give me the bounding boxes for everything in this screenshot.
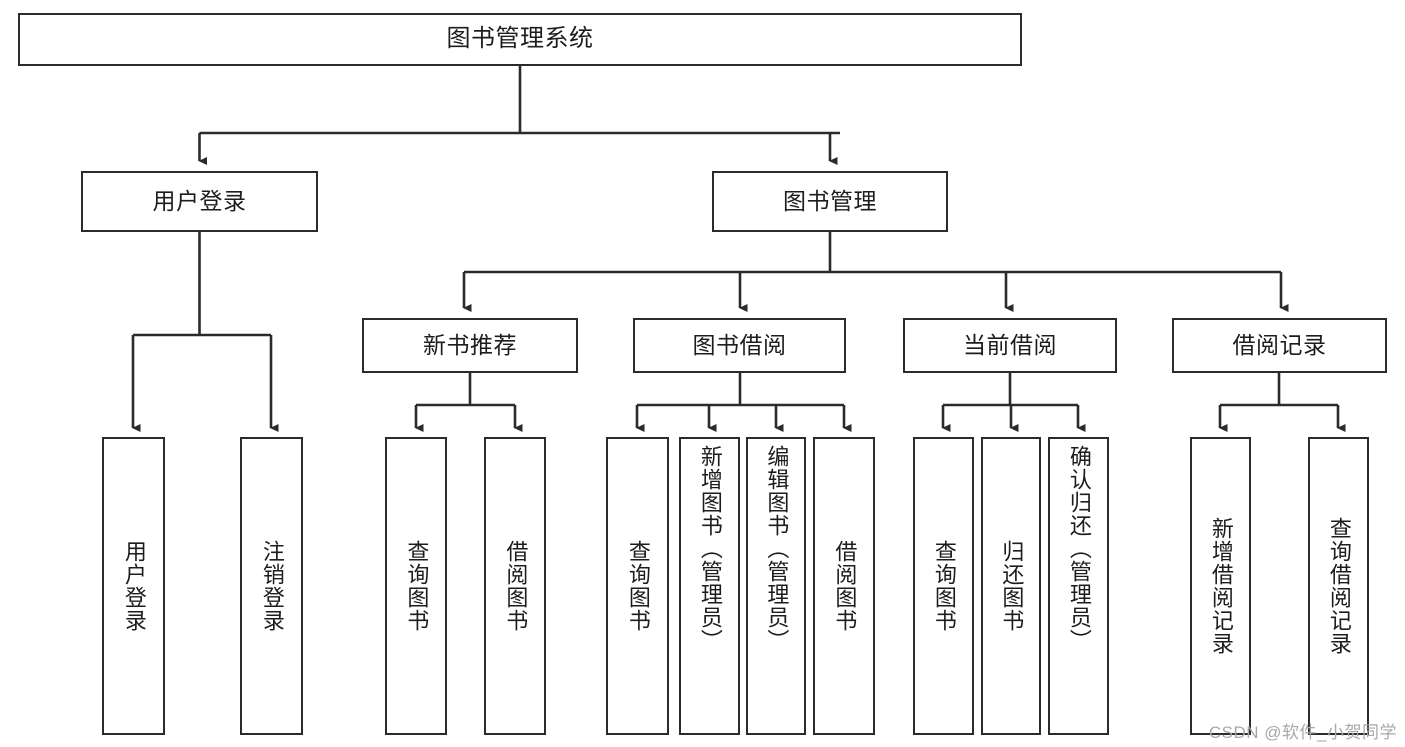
node-root-system[interactable]: 图书管理系统 — [18, 13, 1022, 66]
leaf-add-borrowing-record[interactable]: 新增借阅记录 — [1190, 437, 1251, 735]
node-user-login[interactable]: 用户登录 — [81, 171, 318, 232]
node-book-borrowing[interactable]: 图书借阅 — [633, 318, 846, 373]
leaf-logout[interactable]: 注销登录 — [240, 437, 303, 735]
csdn-watermark: CSDN @软件_小贺同学 — [1208, 723, 1397, 742]
leaf-borrow-book-borrowing[interactable]: 借阅图书 — [813, 437, 875, 735]
leaf-borrow-book-recommend[interactable]: 借阅图书 — [484, 437, 546, 735]
node-book-management[interactable]: 图书管理 — [712, 171, 948, 232]
leaf-confirm-return-admin[interactable]: 确认归还（管理员） — [1048, 437, 1109, 735]
leaf-query-book-borrowing[interactable]: 查询图书 — [606, 437, 669, 735]
leaf-user-login[interactable]: 用户登录 — [102, 437, 165, 735]
leaf-query-book-recommend[interactable]: 查询图书 — [385, 437, 447, 735]
node-new-book-recommendation[interactable]: 新书推荐 — [362, 318, 578, 373]
leaf-edit-book-admin[interactable]: 编辑图书（管理员） — [746, 437, 806, 735]
leaf-query-book-current[interactable]: 查询图书 — [913, 437, 974, 735]
leaf-return-book[interactable]: 归还图书 — [981, 437, 1041, 735]
leaf-add-book-admin[interactable]: 新增图书（管理员） — [679, 437, 740, 735]
node-borrowing-records[interactable]: 借阅记录 — [1172, 318, 1387, 373]
node-current-borrowing[interactable]: 当前借阅 — [903, 318, 1117, 373]
leaf-query-borrowing-record[interactable]: 查询借阅记录 — [1308, 437, 1369, 735]
